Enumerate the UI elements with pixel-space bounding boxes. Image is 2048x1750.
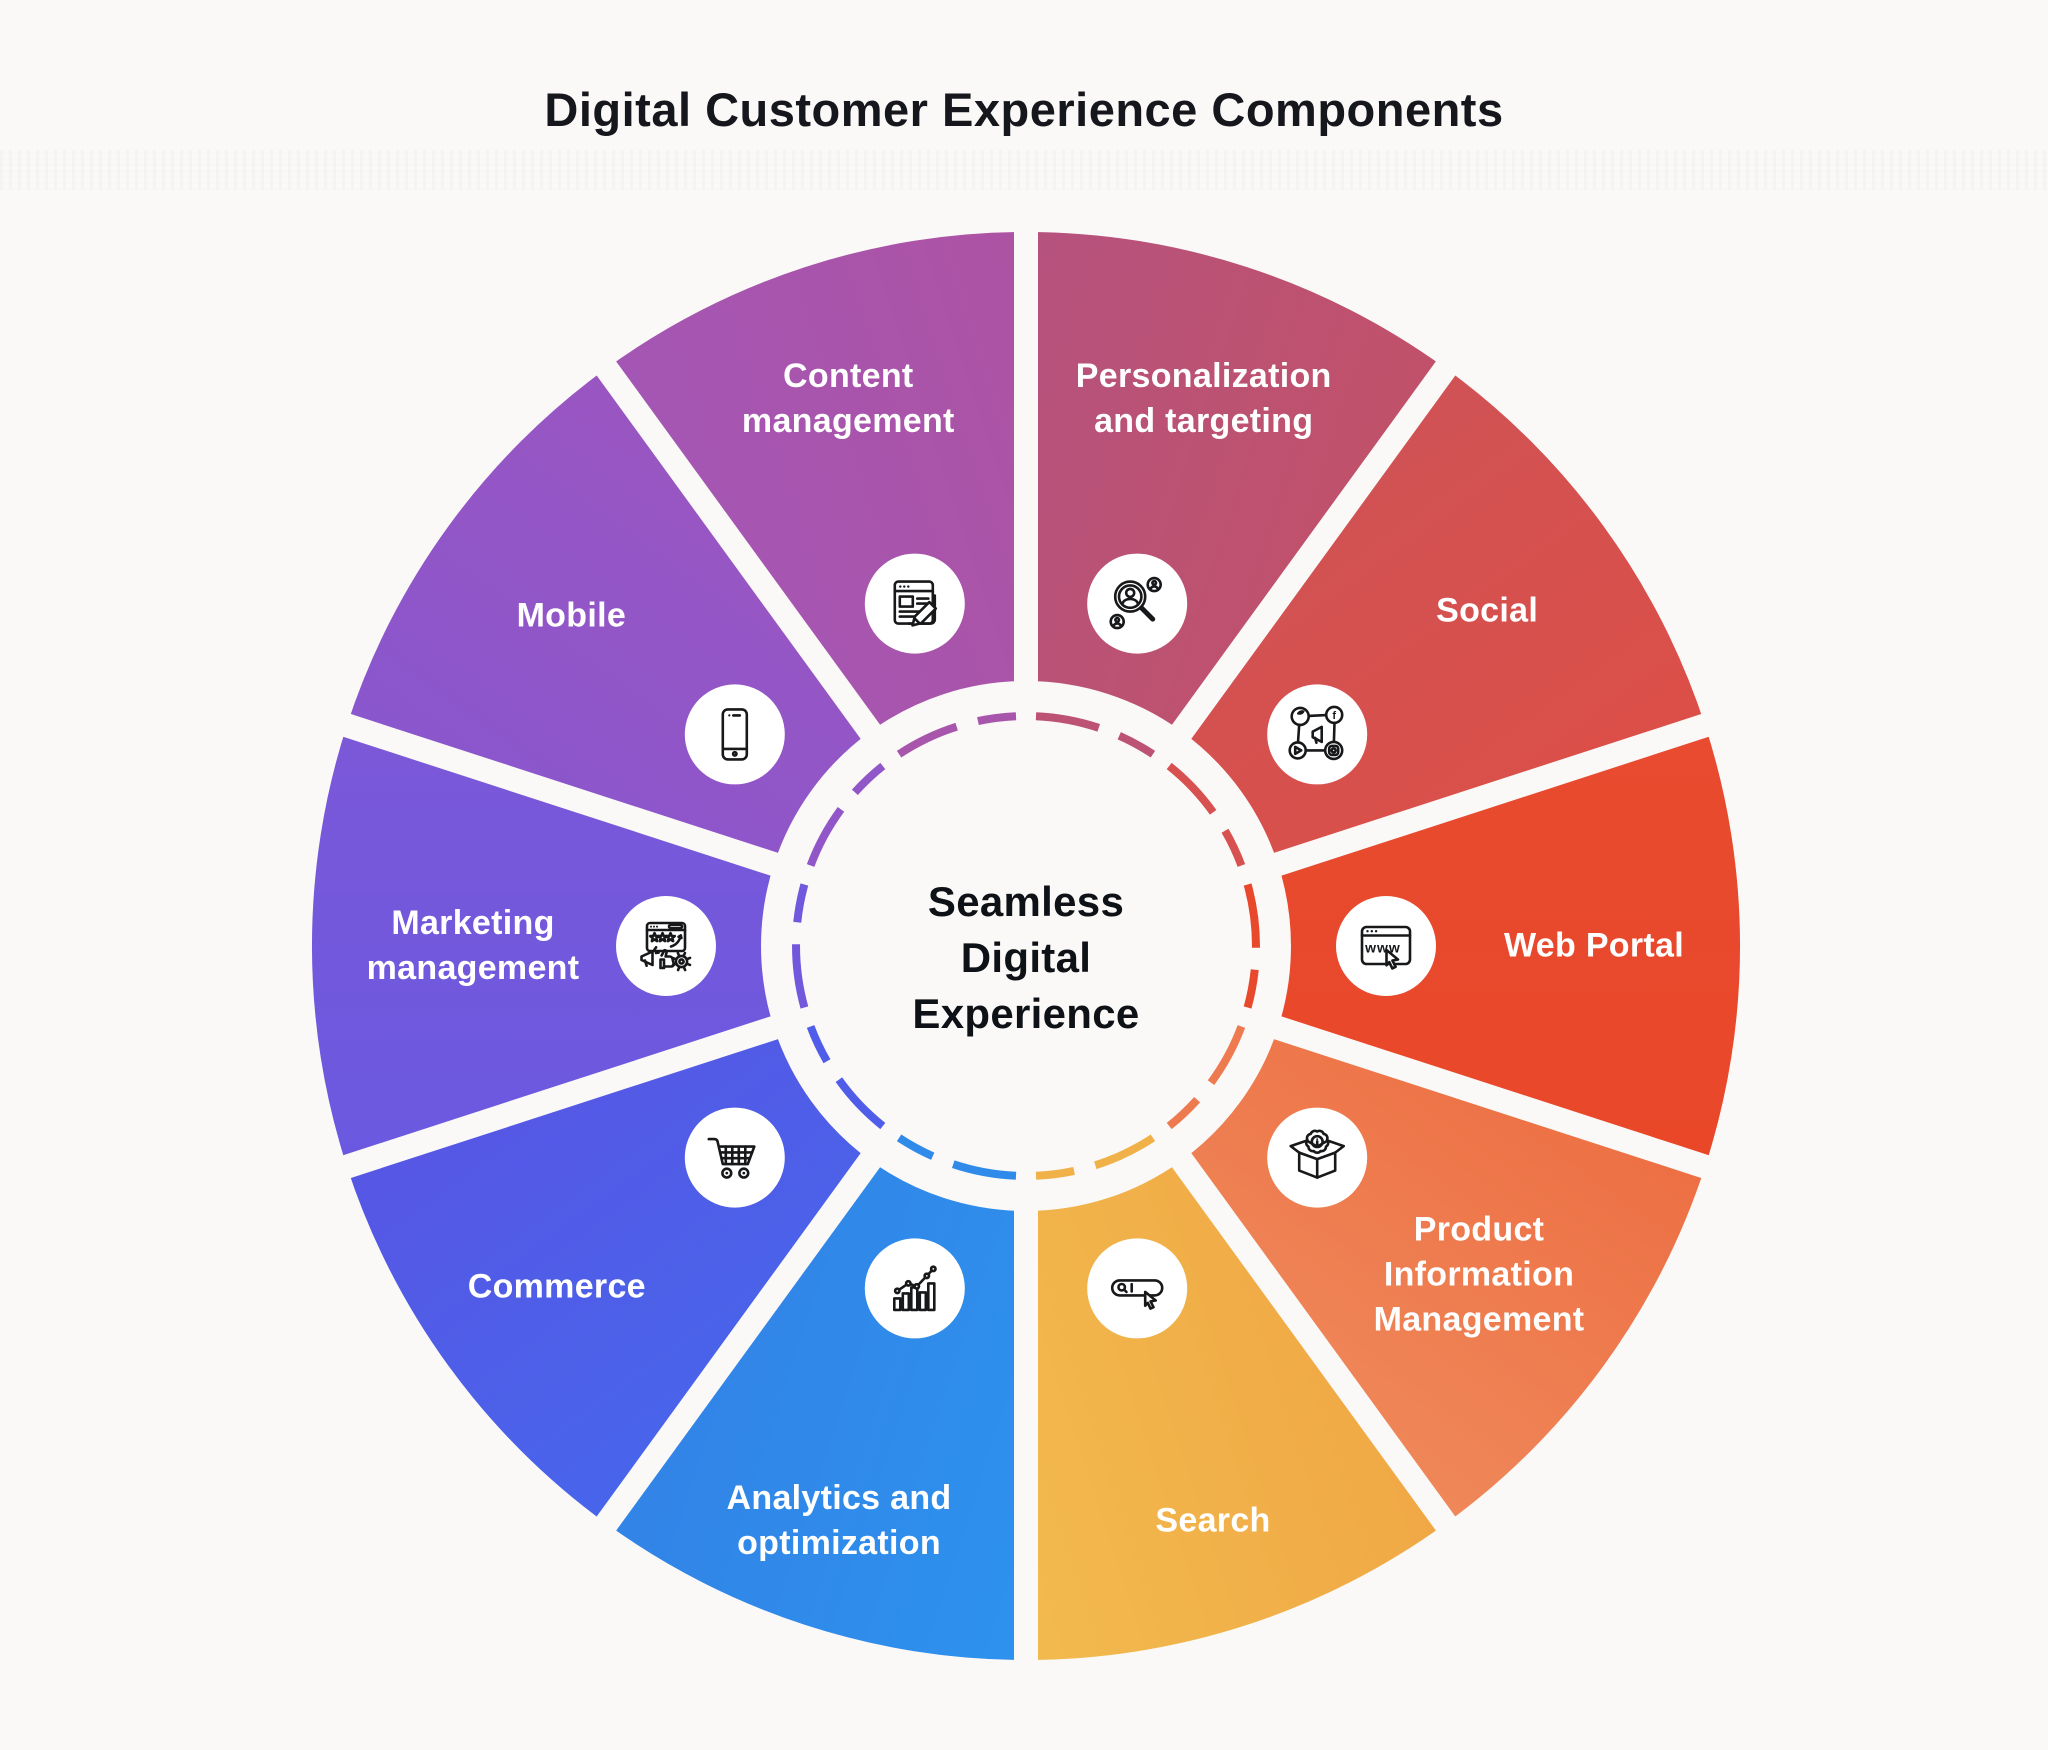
center-ring-arc-web-portal bbox=[1243, 883, 1260, 1009]
icon-circle-social bbox=[1267, 684, 1368, 785]
slice-divider bbox=[1160, 337, 1474, 755]
marketing-campaign-icon bbox=[640, 921, 692, 972]
icon-circle-marketing-management bbox=[616, 896, 716, 996]
label-line: Management bbox=[1373, 1300, 1585, 1339]
slice-label-content-management: Content management bbox=[742, 354, 955, 444]
slice-divider bbox=[1256, 704, 1738, 882]
slice-divider bbox=[1160, 1137, 1474, 1555]
label-line: Marketing bbox=[391, 904, 555, 942]
center-ring-arc-content-management bbox=[896, 712, 1017, 758]
center-line: Experience bbox=[912, 990, 1140, 1037]
slice-divider bbox=[314, 704, 796, 882]
slice-label-web-portal: Web Portal bbox=[1504, 924, 1684, 969]
icon-circle-web-portal bbox=[1336, 896, 1436, 996]
label-line: management bbox=[741, 402, 955, 441]
slice-label-analytics-and-optimization: Analytics and optimization bbox=[727, 1476, 952, 1566]
search-bar-cursor-icon bbox=[1110, 1279, 1164, 1310]
icon-circle-product-information-management bbox=[1267, 1107, 1368, 1208]
slice-divider bbox=[578, 337, 892, 755]
center-ring-arc-social bbox=[1166, 762, 1246, 867]
label-line: Commerce bbox=[467, 1267, 646, 1306]
center-ring-arc-mobile bbox=[806, 762, 886, 867]
label-line: Personalization bbox=[1075, 357, 1332, 396]
label-line: Analytics and bbox=[726, 1479, 952, 1518]
center-line: Seamless bbox=[927, 878, 1125, 925]
center-ring-arc-analytics-and-optimization bbox=[896, 1134, 1017, 1180]
slice-label-search: Search bbox=[1155, 1499, 1270, 1544]
center-line: Digital bbox=[960, 934, 1092, 981]
slice-label-product-information-management: Product Information Management bbox=[1374, 1208, 1585, 1343]
center-ring-arc-product-information-management bbox=[1166, 1025, 1246, 1130]
label-line: management bbox=[366, 949, 580, 987]
svg-text:www: www bbox=[1364, 940, 1401, 956]
slice-label-social: Social bbox=[1436, 589, 1538, 634]
slice-label-marketing-management: Marketing management bbox=[367, 901, 580, 991]
open-box-badge-icon bbox=[1289, 1129, 1345, 1179]
slice-divider bbox=[1256, 1010, 1738, 1188]
bar-chart-growth-icon bbox=[892, 1265, 937, 1312]
center-statement: Seamless Digital Experience bbox=[912, 874, 1139, 1042]
label-line: Social bbox=[1436, 591, 1539, 630]
page-title: Digital Customer Experience Components bbox=[544, 83, 1504, 136]
center-ring-arc-personalization-and-targeting bbox=[1035, 712, 1156, 758]
slice-label-mobile: Mobile bbox=[517, 593, 626, 638]
label-line: Web Portal bbox=[1504, 926, 1684, 965]
slice-label-commerce: Commerce bbox=[468, 1264, 646, 1309]
label-line: Search bbox=[1155, 1501, 1271, 1540]
icon-circle-mobile bbox=[684, 684, 785, 785]
slice-divider bbox=[314, 1010, 796, 1188]
label-line: Information bbox=[1383, 1255, 1575, 1294]
social-network-icon: f bbox=[1288, 705, 1344, 761]
label-line: optimization bbox=[737, 1524, 941, 1563]
browser-www-icon: www bbox=[1360, 925, 1412, 970]
center-ring-arc-marketing-management bbox=[792, 883, 809, 1009]
slice-divider bbox=[578, 1137, 892, 1555]
label-line: Content bbox=[783, 357, 914, 396]
person-search-icon bbox=[1109, 576, 1162, 630]
smartphone-icon bbox=[721, 708, 749, 761]
center-ring-arc-search bbox=[1035, 1134, 1156, 1180]
icon-circle-search bbox=[1087, 1238, 1188, 1339]
icon-circle-content-management bbox=[864, 553, 965, 654]
svg-text:f: f bbox=[1332, 710, 1336, 722]
center-ring-arc-commerce bbox=[806, 1025, 886, 1130]
document-edit-icon bbox=[893, 580, 938, 627]
slice-label-personalization-and-targeting: Personalization and targeting bbox=[1076, 354, 1332, 444]
shopping-cart-icon bbox=[707, 1137, 756, 1179]
label-line: Product bbox=[1413, 1210, 1545, 1249]
label-line: Mobile bbox=[516, 596, 627, 635]
label-line: and targeting bbox=[1094, 402, 1314, 441]
